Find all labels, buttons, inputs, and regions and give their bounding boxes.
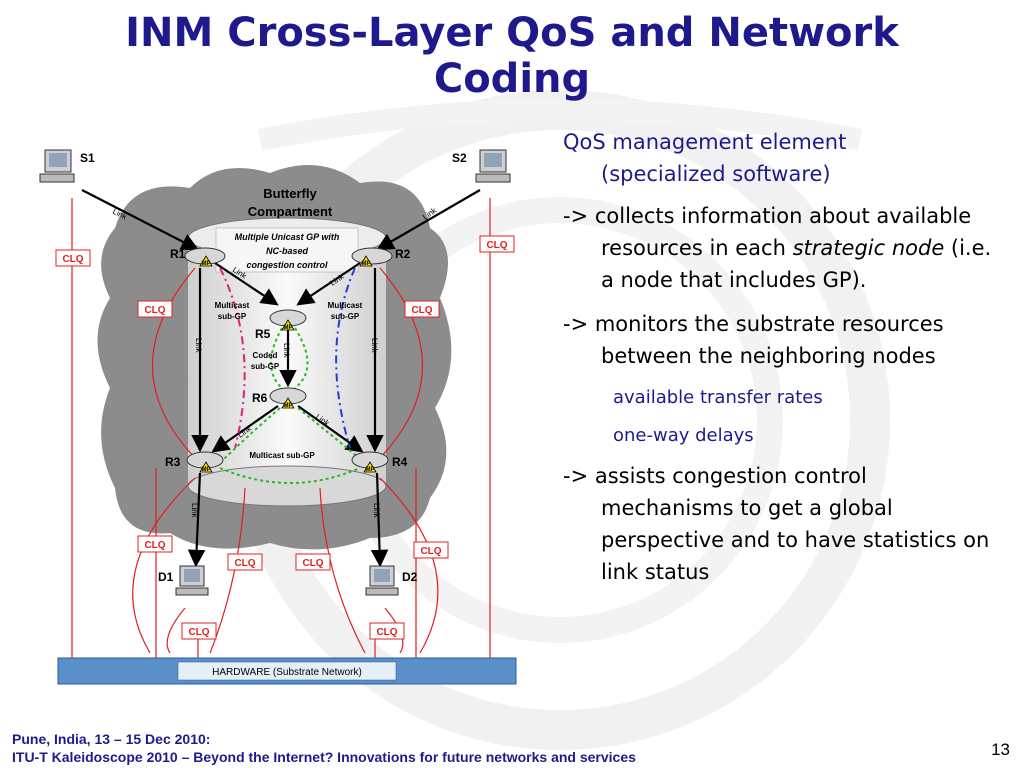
clq-boxes: CLQ CLQ CLQ CLQ CLQ CLQ CLQ CLQ CLQ CLQ bbox=[55, 235, 515, 640]
svg-text:CLQ: CLQ bbox=[144, 540, 165, 551]
bullet-monitors: -> monitors the substrate resources betw… bbox=[563, 312, 944, 368]
hardware-label: HARDWARE (Substrate Network) bbox=[212, 667, 362, 678]
computer-d1-icon: D1 bbox=[158, 565, 209, 596]
footer-line2: ITU-T Kaleidoscope 2010 – Beyond the Int… bbox=[12, 749, 636, 765]
clq-box-2: CLQ bbox=[479, 235, 515, 253]
router-r3: MP R3 bbox=[165, 451, 224, 473]
compartment-label-1: Butterfly bbox=[263, 186, 317, 201]
bullet-assists: -> assists congestion control mechanisms… bbox=[563, 464, 990, 584]
clq-box-1: CLQ bbox=[55, 249, 91, 267]
svg-text:CLQ: CLQ bbox=[486, 240, 507, 251]
multicast-left-1: Multicast bbox=[215, 301, 250, 310]
gp-label-1: Multiple Unicast GP with bbox=[235, 232, 340, 242]
svg-text:MP: MP bbox=[284, 403, 293, 409]
clq-box-10: CLQ bbox=[369, 622, 405, 640]
computer-d2-icon: D2 bbox=[365, 565, 418, 596]
svg-text:S2: S2 bbox=[452, 151, 467, 165]
router-r4: MP R4 bbox=[351, 451, 408, 473]
compartment-label-2: Compartment bbox=[248, 204, 333, 219]
butterfly-diagram: Butterfly Compartment Multiple Unicast G… bbox=[39, 149, 517, 685]
qos-heading: QoS management element (specialized soft… bbox=[563, 126, 1003, 190]
router-r1: MP R1 bbox=[170, 247, 226, 267]
svg-text:R4: R4 bbox=[392, 455, 408, 469]
clq-box-7: CLQ bbox=[227, 553, 263, 571]
clq-box-5: CLQ bbox=[137, 535, 173, 553]
svg-text:MP: MP bbox=[202, 261, 211, 267]
qos-heading-line2: (specialized software) bbox=[601, 162, 831, 186]
qos-heading-line1: QoS management element bbox=[563, 130, 847, 154]
clq-box-6: CLQ bbox=[413, 541, 449, 559]
clq-box-4: CLQ bbox=[404, 300, 440, 318]
router-r6: MP R6 bbox=[252, 387, 307, 409]
slide-title: INM Cross-Layer QoS and Network Coding bbox=[0, 10, 1024, 102]
link-label-r1-r3: Link bbox=[194, 338, 203, 354]
link-label-r2-r4: Link bbox=[370, 338, 379, 354]
svg-text:CLQ: CLQ bbox=[302, 558, 323, 569]
svg-text:D1: D1 bbox=[158, 570, 174, 584]
svg-text:CLQ: CLQ bbox=[188, 627, 209, 638]
router-r2: MP R2 bbox=[351, 247, 411, 267]
coded-1: Coded bbox=[253, 351, 278, 360]
footer: Pune, India, 13 – 15 Dec 2010: ITU-T Kal… bbox=[12, 730, 636, 766]
svg-text:R6: R6 bbox=[252, 391, 268, 405]
content-panel: QoS management element (specialized soft… bbox=[563, 126, 1003, 600]
computer-s1-icon: S1 bbox=[39, 149, 95, 183]
multicast-left-2: sub-GP bbox=[218, 312, 247, 321]
gp-label-3: congestion control bbox=[247, 260, 328, 270]
sub-one-way-delays: one-way delays bbox=[613, 425, 754, 446]
svg-text:CLQ: CLQ bbox=[62, 254, 83, 265]
gp-label-2: NC-based bbox=[266, 246, 309, 256]
svg-text:R3: R3 bbox=[165, 455, 181, 469]
computer-s2-icon: S2 bbox=[452, 149, 511, 183]
svg-text:CLQ: CLQ bbox=[411, 305, 432, 316]
svg-text:R1: R1 bbox=[170, 247, 186, 261]
link-label-r4-d2: Link bbox=[372, 503, 381, 519]
svg-text:MP: MP bbox=[202, 467, 211, 473]
svg-text:CLQ: CLQ bbox=[376, 627, 397, 638]
svg-text:MP: MP bbox=[362, 261, 371, 267]
clq-box-3: CLQ bbox=[137, 300, 173, 318]
svg-text:R2: R2 bbox=[395, 247, 411, 261]
clq-box-8: CLQ bbox=[295, 553, 331, 571]
svg-text:R5: R5 bbox=[255, 327, 271, 341]
strategic-node-term: strategic node bbox=[792, 236, 945, 260]
coded-2: sub-GP bbox=[251, 362, 280, 371]
multicast-right-2: sub-GP bbox=[331, 312, 360, 321]
svg-text:CLQ: CLQ bbox=[234, 558, 255, 569]
router-r5: MP R5 bbox=[255, 309, 307, 341]
clq-box-9: CLQ bbox=[181, 622, 217, 640]
footer-line1: Pune, India, 13 – 15 Dec 2010: bbox=[12, 731, 211, 747]
svg-text:MP: MP bbox=[366, 467, 375, 473]
link-label-r5-r6: Link bbox=[282, 343, 291, 359]
svg-text:S1: S1 bbox=[80, 151, 95, 165]
svg-text:MP: MP bbox=[284, 325, 293, 331]
bullet-collects: -> collects information about available … bbox=[563, 204, 992, 292]
svg-text:D2: D2 bbox=[402, 570, 418, 584]
svg-text:CLQ: CLQ bbox=[144, 305, 165, 316]
slide-title-line1: INM Cross-Layer QoS and Network bbox=[125, 10, 899, 56]
sub-transfer-rates: available transfer rates bbox=[613, 387, 823, 408]
multicast-right-1: Multicast bbox=[328, 301, 363, 310]
slide-title-line2: Coding bbox=[433, 56, 591, 102]
multicast-bottom: Multicast sub-GP bbox=[249, 451, 315, 460]
routers: MP R1 MP R2 MP R5 MP R6 MP R3 bbox=[165, 247, 411, 473]
page-number: 13 bbox=[991, 740, 1010, 759]
link-label-r3-d1: Link bbox=[190, 503, 199, 519]
svg-text:CLQ: CLQ bbox=[420, 546, 441, 557]
